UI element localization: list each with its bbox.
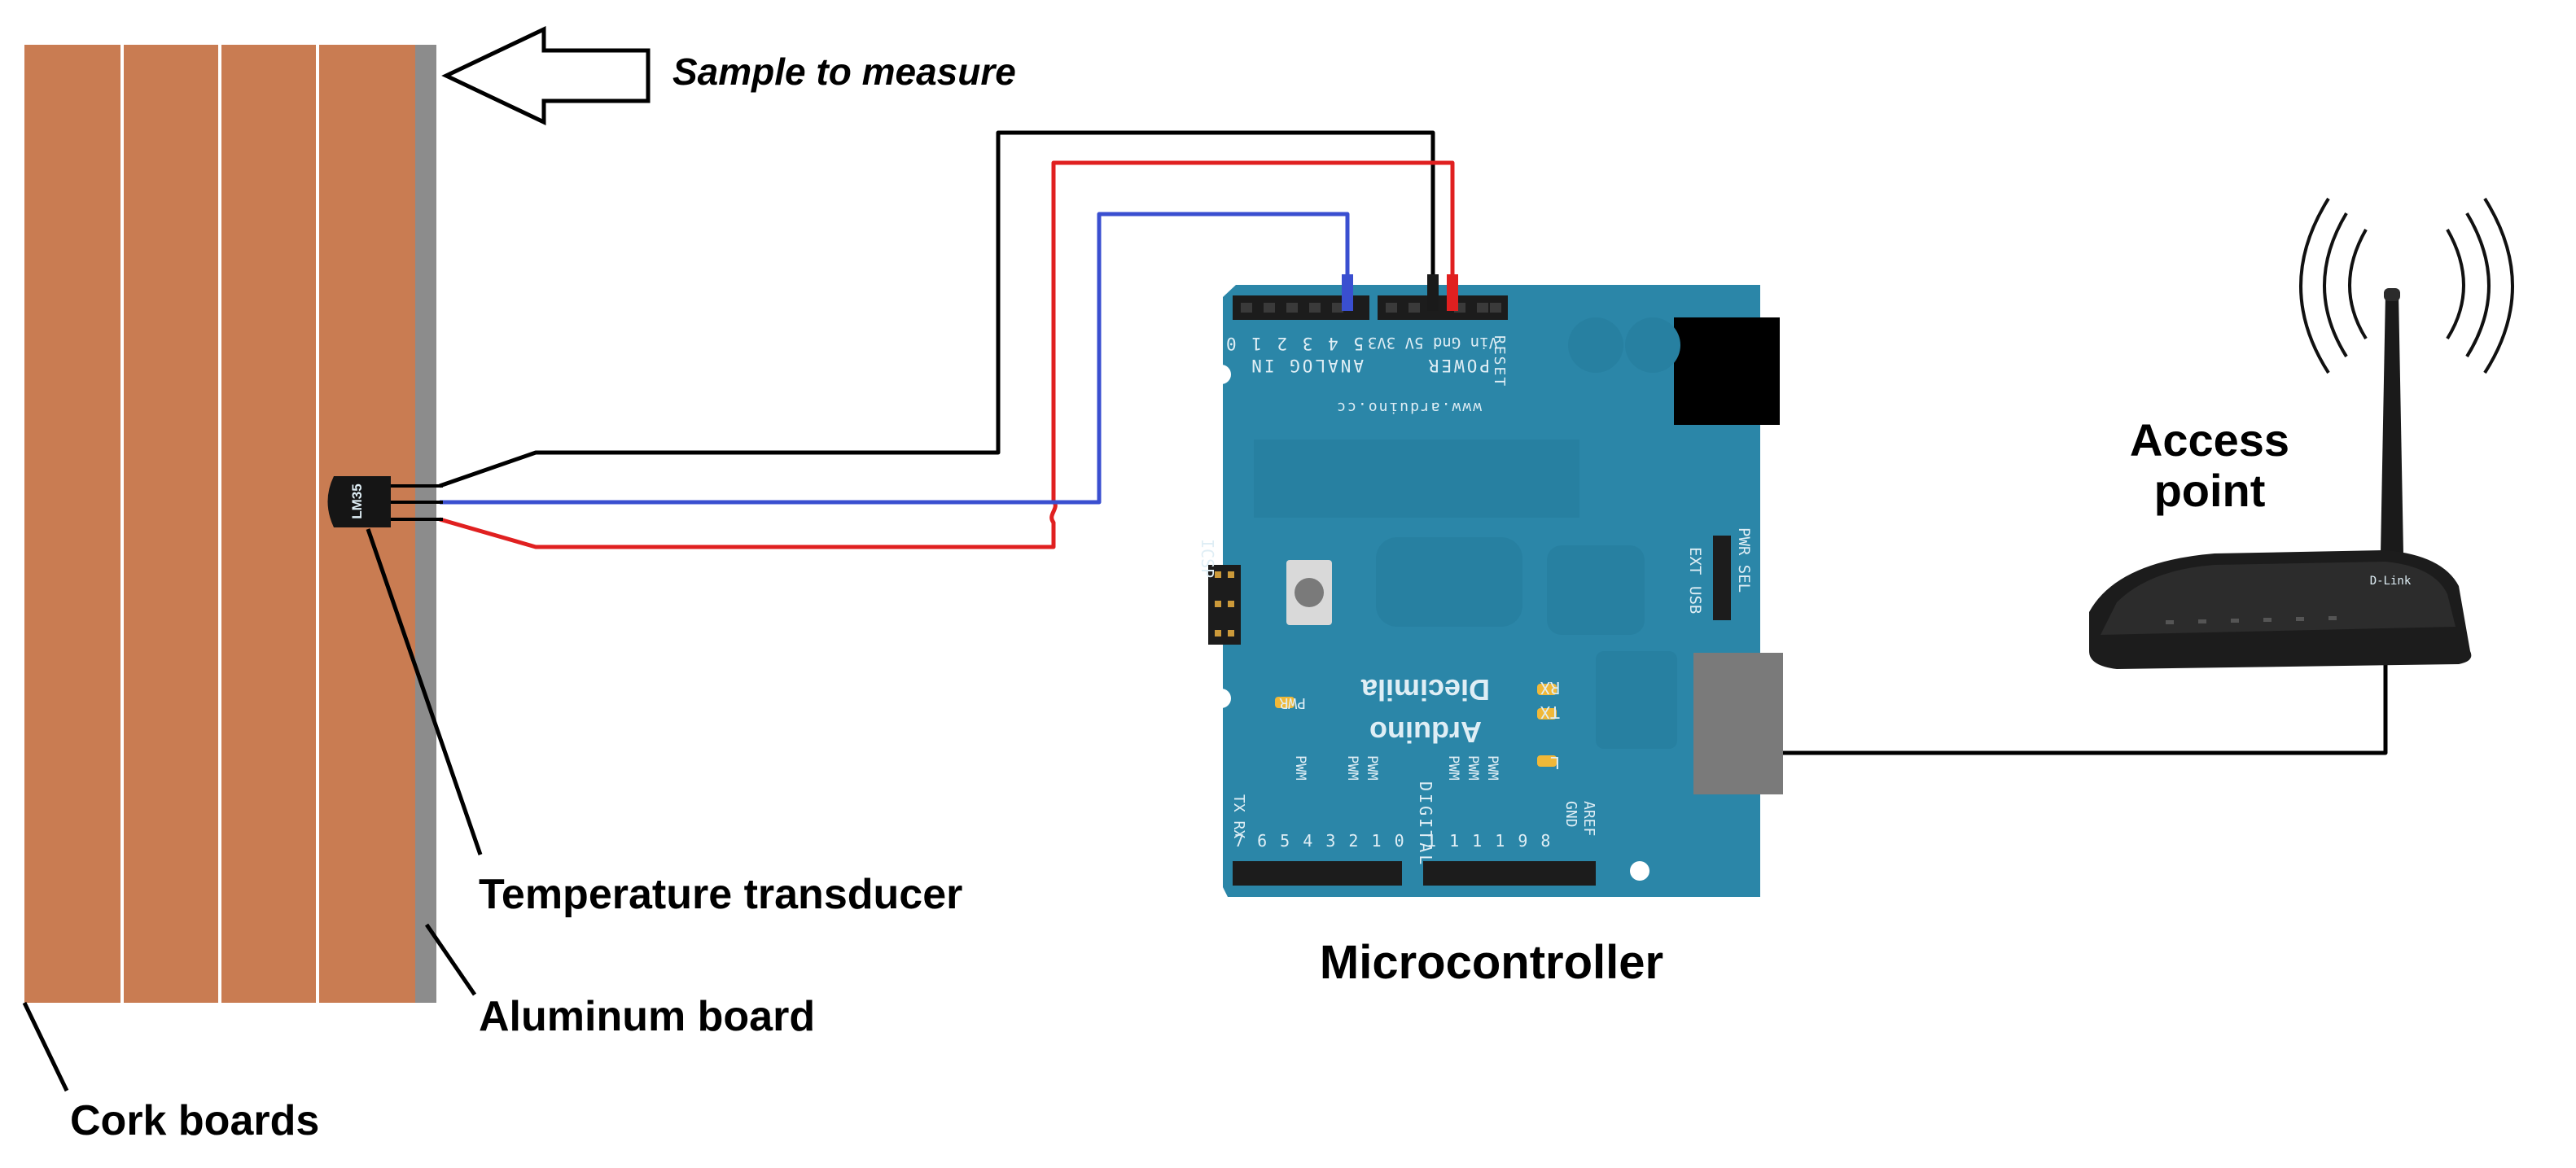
- icsp-header: [1208, 565, 1241, 645]
- usb-text: USB: [1686, 586, 1704, 614]
- wires: [439, 130, 2388, 755]
- digital-text: DIGITAL: [1416, 781, 1435, 867]
- tx-rx-text: TX RX: [1230, 794, 1247, 838]
- wifi-signal-icon: [2299, 197, 2514, 374]
- pwm-text-6: PWM: [1484, 755, 1500, 781]
- l-led: [1537, 755, 1557, 767]
- tx-text: TX: [1540, 702, 1560, 722]
- network-jack: [1693, 653, 1783, 794]
- pwm-text-5: PWM: [1465, 755, 1481, 781]
- wire-black: [439, 130, 1435, 488]
- analog-in-text: ANALOG IN: [1249, 356, 1364, 375]
- icsp-text: ICSP: [1198, 539, 1217, 578]
- cork-pointer: [22, 1001, 69, 1092]
- diecimila-text: Diecimila: [1360, 673, 1490, 706]
- access-point-router: D-Link: [2089, 288, 2472, 669]
- ext-text: EXT: [1686, 547, 1704, 575]
- wire-red: [439, 160, 1455, 549]
- digital-header-right: [1423, 861, 1596, 886]
- sample-label: Sample to measure: [672, 50, 1016, 93]
- power-pins-text: Vin Gnd 5V 3V3: [1368, 334, 1498, 352]
- aluminum-board: [415, 45, 436, 1003]
- tx-led: [1537, 708, 1557, 720]
- aluminum-label: Aluminum board: [479, 993, 815, 1040]
- gnd-text: GND: [1562, 801, 1579, 828]
- access-point-label-line2: point: [2154, 465, 2266, 516]
- cork-board-3: [221, 45, 316, 1003]
- router-antenna: [2381, 293, 2403, 553]
- reset-text: RESET: [1491, 335, 1508, 387]
- sample-arrow-icon: [441, 26, 651, 125]
- arduino-text: Arduino: [1369, 715, 1482, 749]
- power-text: POWER: [1426, 356, 1490, 375]
- pwr-text: PWR: [1279, 694, 1306, 711]
- digital-pins-b-text: 1 1 1 1 9 8: [1426, 831, 1552, 851]
- microcontroller-label: Microcontroller: [1320, 936, 1663, 989]
- access-point-label-line1: Access: [2130, 414, 2289, 466]
- website-text: www.arduino.cc: [1335, 399, 1482, 416]
- cork-board-2: [124, 45, 218, 1003]
- cork-label: Cork boards: [70, 1097, 319, 1144]
- pwm-text-1: PWM: [1292, 755, 1308, 781]
- digital-header-left: [1233, 861, 1402, 886]
- pwr-sel-text: PWR SEL: [1735, 527, 1753, 593]
- pwm-text-2: PWM: [1344, 755, 1360, 781]
- aluminum-pointer: [424, 923, 477, 996]
- pwr-led: [1275, 697, 1295, 708]
- cork-boards: [24, 45, 415, 1003]
- usb-connector: [1674, 317, 1780, 425]
- aref-text: AREF: [1580, 801, 1597, 836]
- router-brand: D-Link: [2370, 575, 2412, 588]
- pwm-text-3: PWM: [1364, 755, 1380, 781]
- digital-pins-a-text: 7 6 5 4 3 2 1 0: [1234, 831, 1406, 851]
- temperature-transducer: LM35: [327, 476, 443, 527]
- rx-led: [1537, 684, 1557, 695]
- transducer-pointer: [366, 528, 483, 855]
- sensor-marking: LM35: [349, 483, 365, 518]
- pwm-text-4: PWM: [1445, 755, 1461, 781]
- transducer-label: Temperature transducer: [479, 871, 962, 918]
- rx-text: RX: [1540, 678, 1560, 698]
- wire-blue: [440, 212, 1350, 505]
- l-text: L: [1550, 753, 1560, 772]
- network-cable: [1783, 651, 2388, 755]
- analog-pins-text: 5 4 3 2 1 0: [1224, 334, 1364, 353]
- pwr-sel-jumper: [1713, 536, 1731, 620]
- microcontroller-board: 5 4 3 2 1 0 ANALOG IN Vin Gnd 5V 3V3 POW…: [1198, 274, 1783, 897]
- cork-board-1: [24, 45, 120, 1003]
